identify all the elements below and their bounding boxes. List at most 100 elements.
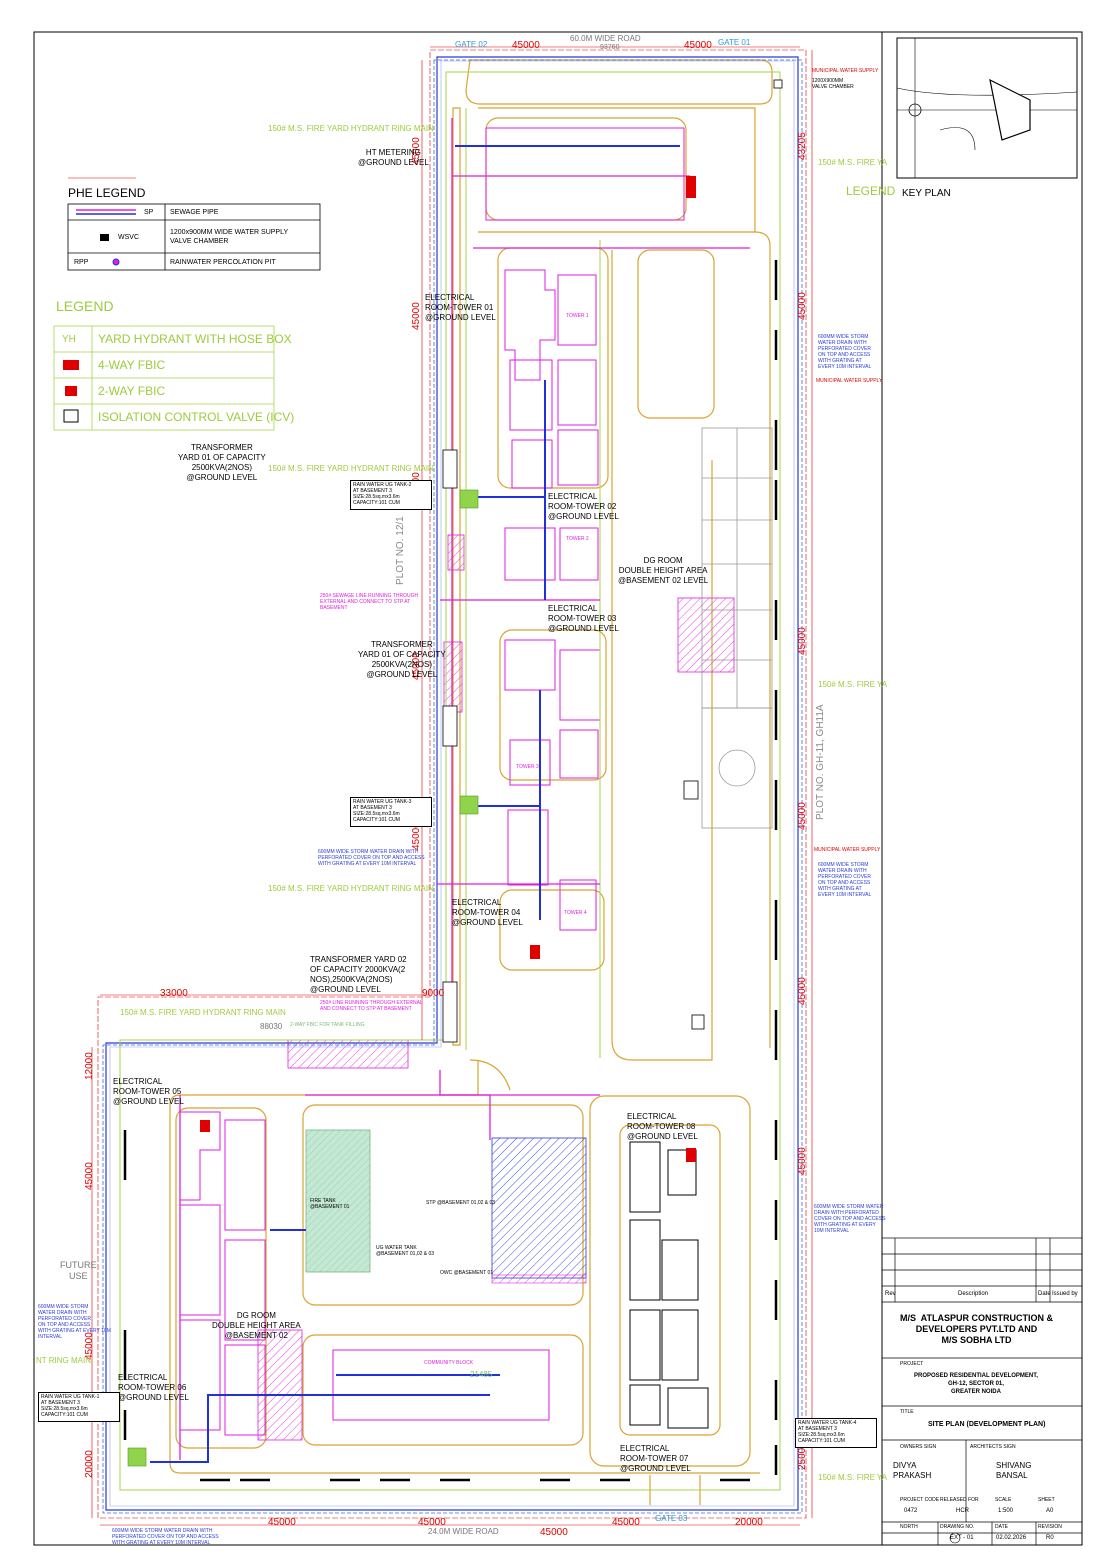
phe-desc-rpp: RAINWATER PERCOLATION PIT [170, 259, 276, 266]
dim-right-5: 45000 [797, 1147, 808, 1175]
tb-project-label: PROJECT [900, 1361, 924, 1367]
valve-chamber-note: 1200X900MM VALVE CHAMBER [812, 78, 854, 90]
fire-ring-note-1: 150# M.S. FIRE YARD HYDRANT RING MAIN [268, 124, 434, 133]
legend-desc-2way: 2-WAY FBIC [98, 384, 166, 398]
fire-tank-label: FIRE TANK @BASEMENT 01 [310, 1198, 350, 1210]
legend-symbol-yh: YH [62, 334, 76, 345]
dim-88030: 88030 [260, 1022, 283, 1031]
phe-desc-valve: 1200x900MM WIDE WATER SUPPLY VALVE CHAMB… [170, 229, 289, 245]
phe-symbol-sp: SP [144, 209, 154, 216]
fire-ring-note-3: 150# M.S. FIRE YARD HYDRANT RING MAIN [268, 884, 434, 893]
legend-desc-icv: ISOLATION CONTROL VALVE (ICV) [98, 410, 295, 424]
dim-left-2: 45000 [84, 1162, 95, 1190]
key-plan-title: KEY PLAN [902, 188, 951, 199]
tb-revision: R0 [1046, 1535, 1054, 1541]
legend-title: LEGEND [56, 298, 114, 314]
storm-drain-note-1: 600MM WIDE STORM WATER DRAIN WITH PERFOR… [818, 334, 872, 370]
sewage-note-1: 250# SEWAGE LINE RUNNING THROUGH EXTERNA… [320, 593, 419, 611]
fbic-2way-label: 2-WAY FBIC FOR TANK FILLING [290, 1022, 365, 1028]
tb-owner-name: DIVYA PRAKASH [893, 1461, 932, 1480]
tb-project: PROPOSED RESIDENTIAL DEVELOPMENT, GH-12,… [914, 1373, 1038, 1395]
dim-right-4: 45000 [797, 977, 808, 1005]
er-tower-02-label: ELECTRICAL ROOM-TOWER 02 @GROUND LEVEL [548, 492, 619, 521]
gate-01-label: GATE 01 [718, 38, 751, 47]
dim-left-1: 12000 [84, 1052, 95, 1080]
tower-2-label: TOWER 2 [566, 536, 589, 542]
ug-water-tank-label: UG WATER TANK @BASEMENT 01,02 & 03 [376, 1245, 435, 1257]
er-tower-08-label: ELECTRICAL ROOM-TOWER 08 @GROUND LEVEL [627, 1112, 698, 1141]
fire-ring-right-1: 150# M.S. FIRE YA [818, 158, 888, 167]
plot-left-label: PLOT NO. 12/1 [395, 516, 406, 585]
tb-drawing-label: DRAWING NO. [940, 1524, 975, 1530]
er-tower-06-label: ELECTRICAL ROOM-TOWER 06 @GROUND LEVEL [118, 1373, 189, 1402]
tb-title: SITE PLAN (DEVELOPMENT PLAN) [928, 1421, 1046, 1428]
fire-ring-right-2: 150# M.S. FIRE YA [818, 680, 888, 689]
dim-21485: 21485 [470, 1370, 493, 1379]
dim-right-2: 45000 [797, 292, 808, 320]
transformer-yard-2-label: TRANSFORMER YARD 02 OF CAPACITY 2000KVA(… [310, 955, 407, 994]
er-tower-07-label: ELECTRICAL ROOM-TOWER 07 @GROUND LEVEL [620, 1444, 691, 1473]
rw-tank-4-box: RAIN WATER UG TANK-4 AT BASEMENT 3 SIZE:… [795, 1418, 877, 1448]
road-top-label: 60.0M WIDE ROAD [570, 34, 641, 43]
municipal-note-3: MUNICIPAL WATER SUPPLY [814, 847, 881, 853]
tb-revision-label: REVISION [1038, 1524, 1062, 1530]
tower-3-label: TOWER 3 [516, 764, 539, 770]
tb-issued-col: Issued by [1052, 1291, 1078, 1297]
dg-room-1-label: DG ROOM DOUBLE HEIGHT AREA @BASEMENT 02 … [618, 556, 709, 585]
dim-bottom-3: 45000 [540, 1527, 568, 1538]
tb-scale: 1:500 [998, 1508, 1014, 1514]
legend-right-label: LEGEND [846, 184, 896, 198]
storm-drain-note-2: 600MM WIDE STORM WATER DRAIN WITH PERFOR… [818, 862, 872, 898]
key-plan-graphic [896, 37, 1078, 179]
storm-drain-note-3: 600MM WIDE STORM WATER DRAIN WITH PERFOR… [814, 1204, 886, 1234]
tb-released: HCR [956, 1508, 969, 1514]
tb-desc-col: Description [958, 1291, 989, 1297]
tb-architect-name: SHIVANG BANSAL [996, 1461, 1032, 1480]
legend-desc-yard-hydrant: YARD HYDRANT WITH HOSE BOX [98, 332, 292, 346]
legend-desc-4way: 4-WAY FBIC [98, 358, 166, 372]
dim-top-right: 45000 [684, 40, 712, 51]
er-tower-05-label: ELECTRICAL ROOM-TOWER 05 @GROUND LEVEL [113, 1077, 184, 1106]
tb-sheet-label: SHEET [1038, 1497, 1055, 1503]
sewage-note-2: 250# LINE RUNNING THROUGH EXTERNAL AND C… [320, 1000, 423, 1012]
future-use-label: FUTURE USE [60, 1260, 97, 1281]
rw-tank-2-text: RAIN WATER UG TANK-2 AT BASEMENT 3 SIZE:… [353, 482, 412, 506]
stp-label: STP @BASEMENT 01,02 & 03 [426, 1200, 496, 1206]
owc-label: OWC @BASEMENT 01 [440, 1270, 494, 1276]
tb-title-label: TITLE [900, 1409, 914, 1415]
road-top-dim: 93760 [600, 44, 620, 51]
plot-right-label: PLOT NO. GH-11, GH11A [815, 704, 826, 820]
dim-inner-1: 45000 [411, 302, 422, 330]
er-tower-03-label: ELECTRICAL ROOM-TOWER 03 @GROUND LEVEL [548, 604, 619, 633]
dg-room-2-label: DG ROOM DOUBLE HEIGHT AREA @BASEMENT 02 [212, 1311, 301, 1340]
tb-client: M/S ATLASPUR CONSTRUCTION & DEVELOPERS P… [900, 1313, 1053, 1345]
gate-02-label: GATE 02 [455, 40, 488, 49]
storm-drain-note-5: 600MM WIDE STORM WATER DRAIN WITH PERFOR… [38, 1304, 111, 1340]
dim-top-left: 45000 [512, 40, 540, 51]
rw-tank-2-box: RAIN WATER UG TANK-2 AT BASEMENT 3 SIZE:… [350, 480, 432, 510]
transformer-yard-1b-label: TRANSFORMER YARD 01 OF CAPACITY 2500KVA(… [358, 640, 446, 679]
dim-bottom-2: 45000 [418, 1517, 446, 1528]
ht-metering-label: HT METERING @GROUND LEVEL [358, 148, 429, 167]
phe-desc-sewage: SEWAGE PIPE [170, 209, 219, 216]
tb-owners-sign: OWNERS SIGN [900, 1444, 937, 1450]
tb-sheet: A0 [1046, 1508, 1054, 1514]
phe-legend-title: PHE LEGEND [68, 186, 146, 200]
dim-right-3: 45000 [797, 627, 808, 655]
er-tower-01-label: ELECTRICAL ROOM-TOWER 01 @GROUND LEVEL [425, 293, 496, 322]
tb-released-label: RELEASED FOR [940, 1497, 979, 1503]
community-label: COMMUNITY BLOCK [424, 1360, 474, 1366]
dim-33000: 33000 [160, 988, 188, 999]
rw-tank-1-box: RAIN WATER UG TANK-1 AT BASEMENT 3 SIZE:… [38, 1392, 120, 1422]
rw-tank-3-text: RAIN WATER UG TANK-3 AT BASEMENT 3 SIZE:… [353, 799, 412, 823]
tb-project-code: 0472 [904, 1508, 918, 1514]
tb-date-col: Date [1038, 1291, 1051, 1297]
tb-date-label: DATE [995, 1524, 1008, 1530]
phe-symbol-rpp: RPP [74, 259, 89, 266]
tb-north-label: NORTH [900, 1524, 918, 1530]
tower-1-label: TOWER 1 [566, 313, 589, 319]
fire-ring-right-3: 150# M.S. FIRE YA [818, 1473, 888, 1482]
dim-left-4: 20000 [84, 1450, 95, 1478]
tb-scale-label: SCALE [995, 1497, 1012, 1503]
